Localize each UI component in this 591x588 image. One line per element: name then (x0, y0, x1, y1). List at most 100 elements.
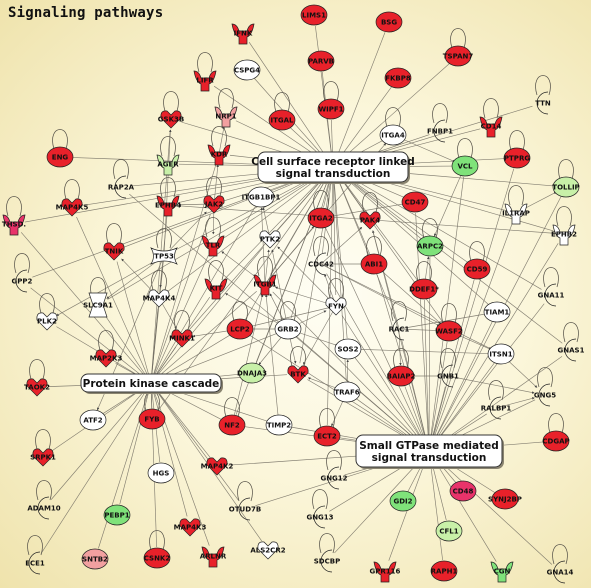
gene-node-cd48[interactable]: CD48 (449, 480, 477, 502)
gene-node-slc9a1[interactable]: SLC9A1 (83, 292, 113, 318)
gene-node-itsn1[interactable]: ITSN1 (487, 343, 515, 365)
gene-node-ddef1[interactable]: DDEF1* (409, 278, 439, 300)
gene-node-sdcbp[interactable]: SDCBP (314, 549, 340, 573)
gene-node-il1rap[interactable]: IL1RAP (502, 203, 530, 225)
gene-node-arpc2[interactable]: ARPC2 (416, 235, 444, 257)
gene-node-itgal[interactable]: ITGAL (268, 109, 296, 131)
gene-node-itga2[interactable]: ITGA2 (307, 207, 335, 229)
gene-node-gnas1[interactable]: GNAS1 (558, 338, 585, 362)
gene-node-gng5[interactable]: GNG5 (534, 383, 556, 407)
gene-node-cd14[interactable]: CD14 (479, 116, 503, 138)
gene-node-mink1[interactable]: MINK1 (169, 329, 195, 348)
gene-node-rac1[interactable]: RAC1 (389, 317, 410, 341)
gene-node-cdgap[interactable]: CDGAP (542, 430, 570, 452)
process-box-protein-kinase-cascade[interactable]: Protein kinase cascade (80, 373, 223, 394)
gene-node-lims1[interactable]: LIMS1 (300, 4, 328, 26)
gene-node-srpk1[interactable]: SRPK1 (30, 448, 56, 467)
gene-node-tnik[interactable]: TNIK (103, 242, 125, 261)
gene-node-wipf1[interactable]: WIPF1 (317, 98, 345, 120)
gene-node-ptprg[interactable]: PTPRG (503, 147, 531, 169)
gene-node-rap2a[interactable]: RAP2A (108, 175, 135, 199)
gene-node-map4k3[interactable]: MAP4K3 (174, 518, 207, 537)
gene-node-eng[interactable]: ENG (46, 146, 74, 168)
gene-node-sntb2[interactable]: SNTB2 (81, 548, 109, 570)
gene-node-itga4[interactable]: ITGA4 (379, 124, 407, 146)
gene-node-cspg4[interactable]: CSPG4 (233, 59, 261, 81)
gene-node-fyb[interactable]: FYB (138, 408, 166, 430)
gene-node-gpr116[interactable]: GPR116 (370, 561, 401, 583)
gene-node-pak4[interactable]: PAK4 (359, 211, 381, 230)
gene-node-gng12[interactable]: GNG12 (320, 466, 348, 490)
gene-node-gng13[interactable]: GNG13 (306, 505, 334, 529)
gene-node-otud7b[interactable]: OTUD7B (229, 497, 261, 521)
gene-node-nf2[interactable]: NF2 (218, 414, 246, 436)
gene-node-adam10[interactable]: ADAM10 (27, 496, 61, 520)
gene-node-cd47[interactable]: CD47 (401, 191, 429, 213)
gene-node-tspan7[interactable]: TSPAN7 (443, 45, 474, 67)
gene-node-ifnk[interactable]: IFNK (231, 23, 255, 45)
gene-node-map4k5[interactable]: MAP4K5 (56, 198, 89, 217)
gene-node-traf6[interactable]: TRAF6 (333, 381, 361, 403)
gene-node-btk[interactable]: BTK (287, 365, 309, 384)
gene-node-itgb1bp1[interactable]: ITGB1BP1 (242, 186, 281, 208)
gene-node-itgb1[interactable]: ITGB1 (253, 274, 277, 296)
gene-node-ece1[interactable]: ECE1 (25, 551, 45, 575)
gene-node-ephb4[interactable]: EPHB4 (155, 195, 181, 217)
gene-node-cgn[interactable]: CGN (490, 561, 514, 583)
gene-node-lcp2[interactable]: LCP2 (226, 318, 254, 340)
gene-node-tollip[interactable]: TOLLIP (552, 176, 580, 198)
gene-node-gsk3b[interactable]: GSK3B (158, 110, 184, 129)
gene-node-cfl1[interactable]: CFL1 (435, 520, 463, 542)
gene-node-sos2[interactable]: SOS2 (334, 338, 362, 360)
gene-node-thsd[interactable]: THSD. (2, 214, 26, 236)
gene-node-plk2[interactable]: PLK2 (36, 312, 58, 331)
gene-node-tlr[interactable]: TLR (201, 235, 225, 257)
gene-node-kdr[interactable]: KDR (207, 144, 231, 166)
gene-node-abi1[interactable]: ABI1 (360, 253, 388, 275)
gene-node-als2cr2[interactable]: ALS2CR2 (250, 541, 286, 560)
gene-node-grb2[interactable]: GRB2 (274, 318, 302, 340)
gene-node-fkbp8[interactable]: FKBP8 (384, 67, 412, 89)
gene-node-atf2[interactable]: ATF2 (79, 409, 107, 431)
gene-node-fnbp1[interactable]: FNBP1 (427, 119, 453, 143)
gene-node-map4k4[interactable]: MAP4K4 (143, 289, 176, 308)
gene-node-cdc42[interactable]: CDC42 (308, 252, 334, 276)
gene-node-gpp2[interactable]: GPP2 (12, 269, 33, 293)
gene-node-ephb2[interactable]: EPHB2 (551, 224, 577, 246)
gene-node-baiap2[interactable]: BAIAP2 (387, 365, 416, 387)
gene-node-timp2[interactable]: TIMP2 (265, 414, 293, 436)
gene-node-gna14[interactable]: GNA14 (547, 560, 574, 584)
gene-node-ptk2[interactable]: PTK2 (259, 230, 281, 249)
gene-node-pebp1[interactable]: PEBP1 (103, 504, 131, 526)
gene-node-synj2bp[interactable]: SYNJ2BP (488, 488, 522, 510)
gene-node-bsg[interactable]: BSG (375, 11, 403, 33)
gene-node-parvb[interactable]: PARVB (307, 50, 335, 72)
gene-node-gna11[interactable]: GNA11 (538, 283, 565, 307)
gene-node-ager[interactable]: AGER (156, 154, 180, 176)
gene-node-ralbp1[interactable]: RALBP1 (481, 396, 512, 420)
gene-node-gdi2[interactable]: GDI2 (389, 490, 417, 512)
gene-node-ttn[interactable]: TTN (535, 91, 551, 115)
gene-node-map4k2[interactable]: MAP4K2 (201, 457, 234, 476)
gene-node-wasf2[interactable]: WASF2 (435, 320, 463, 342)
gene-node-dnaja3[interactable]: DNAJA3 (237, 362, 267, 384)
gene-node-raph1[interactable]: RAPH1 (430, 560, 458, 582)
gene-node-gnb1[interactable]: GNB1 (437, 364, 459, 388)
gene-node-ect2[interactable]: ECT2 (313, 425, 341, 447)
gene-node-cd59[interactable]: CD59 (463, 258, 491, 280)
gene-node-nrp1[interactable]: NRP1 (214, 106, 238, 128)
gene-node-tiam1[interactable]: TIAM1 (483, 301, 511, 323)
gene-node-map2k3[interactable]: MAP2K3 (90, 349, 123, 368)
gene-node-kit[interactable]: KIT (204, 278, 228, 300)
gene-node-hgs[interactable]: HGS (147, 462, 175, 484)
gene-node-jak2[interactable]: JAK2 (203, 195, 225, 214)
gene-node-csnk2[interactable]: CSNK2 (143, 547, 171, 569)
gene-node-lifr[interactable]: LIFR (193, 70, 217, 92)
gene-node-vcl[interactable]: VCL (451, 155, 479, 177)
gene-node-fyn[interactable]: FYN (325, 297, 347, 316)
gene-node-arlnr[interactable]: ARLNR (200, 546, 227, 568)
gene-node-taok2[interactable]: TAOK2 (24, 378, 50, 397)
gene-node-tp53[interactable]: TP53 (150, 247, 178, 265)
